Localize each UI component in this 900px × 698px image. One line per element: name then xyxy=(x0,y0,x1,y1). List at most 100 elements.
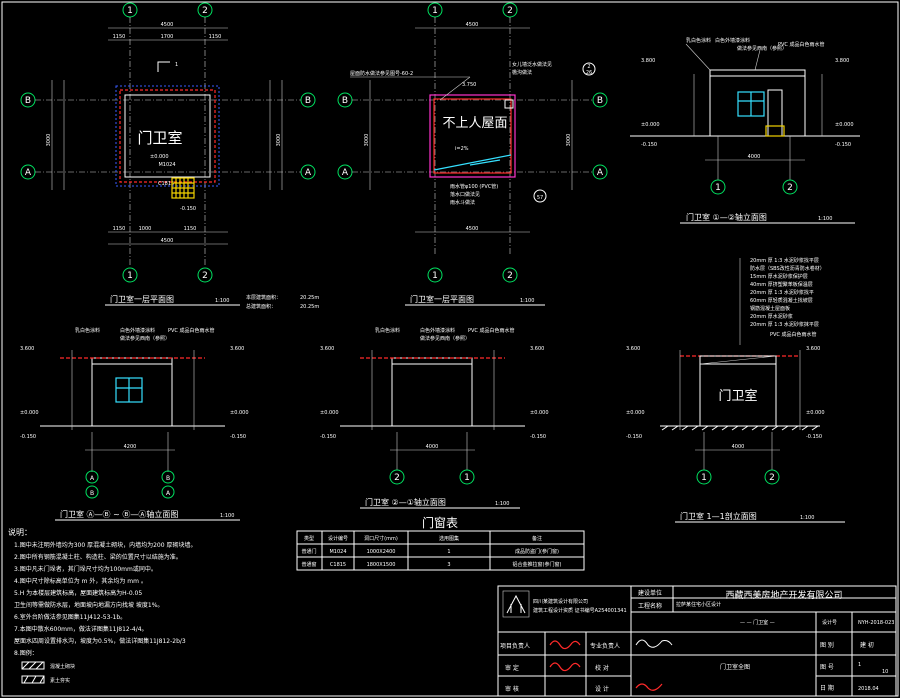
svg-text:4000: 4000 xyxy=(748,154,761,160)
svg-text:20mm 厚 1:3 水泥砂浆找平层: 20mm 厚 1:3 水泥砂浆找平层 xyxy=(750,257,819,264)
client-name: 西藏西美房地产开发有限公司 xyxy=(725,589,842,601)
svg-text:-0.150: -0.150 xyxy=(835,142,851,148)
svg-text:B: B xyxy=(90,490,94,497)
svg-text:A: A xyxy=(342,168,349,178)
table-cell: 1000X2400 xyxy=(367,549,396,555)
elev12-title: 门卫室 ①—②轴立面图 xyxy=(686,212,767,222)
svg-text:门卫室全图: 门卫室全图 xyxy=(720,663,750,671)
svg-text:2: 2 xyxy=(769,473,775,483)
svg-text:乳白色涂料: 乳白色涂料 xyxy=(375,327,400,334)
svg-text:-0.150: -0.150 xyxy=(626,434,642,440)
door-window-table: 门窗表 类型 设计编号 洞口尺寸(mm) 选用图集 备注 普通门 M1024 1… xyxy=(296,515,585,571)
svg-text:屋面水四周设置排水沟，坡度为0.5%，做法详图集11J812: 屋面水四周设置排水沟，坡度为0.5%，做法详图集11J812-2b/3 xyxy=(14,637,186,645)
signature xyxy=(635,639,673,648)
signature xyxy=(549,640,581,650)
table-header: 设计编号 xyxy=(328,535,348,542)
svg-text:PVC 成品白色雨水管: PVC 成品白色雨水管 xyxy=(778,41,825,48)
svg-text:5.H 为本楼层建筑标高，屋面建筑标高为H-0.05: 5.H 为本楼层建筑标高，屋面建筑标高为H-0.05 xyxy=(14,589,142,597)
svg-text:3.图中凡未门垛者，其门垛尺寸均为100mm或同中。: 3.图中凡未门垛者，其门垛尺寸均为100mm或同中。 xyxy=(14,565,157,573)
svg-text:4.图中尺寸除标高单位为 m 外，其余均为 mm 。: 4.图中尺寸除标高单位为 m 外，其余均为 mm 。 xyxy=(14,577,147,585)
table-cell: 普通窗 xyxy=(301,561,316,568)
elevation-2-1: 乳白色涂料 白色外墙漆涂料 PVC 成品白色雨水管 做法参见西南（参照） 3.6… xyxy=(320,327,549,509)
svg-text:1:100: 1:100 xyxy=(215,298,229,304)
svg-text:2: 2 xyxy=(394,473,400,483)
axis-bubble-2-section: 2 xyxy=(764,469,780,485)
svg-text:1: 1 xyxy=(127,271,133,281)
svg-text:A: A xyxy=(166,490,171,497)
svg-text:1: 1 xyxy=(464,473,470,483)
table-header: 类型 xyxy=(304,535,314,542)
section-title: 门卫室 1—1剖立面图 xyxy=(680,511,757,521)
svg-text:1.图中未注明外墙均为300 厚混凝土砌块，内墙均为200: 1.图中未注明外墙均为300 厚混凝土砌块，内墙均为200 厚砌块墙。 xyxy=(14,541,196,549)
svg-text:±0.000: ±0.000 xyxy=(230,410,249,416)
axis-bubble-a-roof-right: A xyxy=(592,164,608,180)
svg-text:±0.000: ±0.000 xyxy=(641,122,660,128)
svg-text:-0.150: -0.150 xyxy=(20,434,36,440)
svg-text:乳白色涂料: 乳白色涂料 xyxy=(75,327,100,334)
svg-text:PVC 成品白色雨水管: PVC 成品白色雨水管 xyxy=(468,327,515,334)
svg-text:2: 2 xyxy=(202,6,208,16)
svg-text:2.图中所有钢筋混凝土柱、构造柱、梁的位置尺寸以结施为准。: 2.图中所有钢筋混凝土柱、构造柱、梁的位置尺寸以结施为准。 xyxy=(14,553,182,561)
table-cell: C1815 xyxy=(330,562,346,568)
plan-title: 门卫室一层平面图 xyxy=(110,294,174,304)
axis-bubble-2-roof-top: 2 xyxy=(502,2,518,18)
svg-text:-0.150: -0.150 xyxy=(806,434,822,440)
svg-text:雨水斗做法: 雨水斗做法 xyxy=(450,199,475,206)
axis-bubble-2-roof-bottom: 2 xyxy=(502,267,518,283)
svg-text:-0.150: -0.150 xyxy=(530,434,546,440)
svg-text:6.室外台阶做法参见图集11J412-53-1b。: 6.室外台阶做法参见图集11J412-53-1b。 xyxy=(14,613,126,621)
axis-bubble-b-right: B xyxy=(300,92,316,108)
svg-text:钢筋混凝土屋面板: 钢筋混凝土屋面板 xyxy=(750,305,790,312)
axis-bubble-a-elevab-r: A xyxy=(161,485,175,499)
svg-text:3.600: 3.600 xyxy=(626,346,640,352)
svg-text:C1815: C1815 xyxy=(158,181,174,187)
svg-text:乳白色涂料: 乳白色涂料 xyxy=(686,37,711,44)
svg-text:1:100: 1:100 xyxy=(220,513,234,519)
svg-text:4500: 4500 xyxy=(466,226,479,232)
svg-text:1000: 1000 xyxy=(139,226,152,232)
axis-bubble-1-roof-bottom: 1 xyxy=(427,267,443,283)
roof-title: 门卫室一层平面图 xyxy=(410,294,474,304)
axis-bubble-1-top: 1 xyxy=(122,2,138,18)
signature xyxy=(549,662,581,672)
svg-text:A: A xyxy=(597,168,604,178)
svg-text:日 期: 日 期 xyxy=(820,684,834,692)
svg-text:NYH-2018-023: NYH-2018-023 xyxy=(858,620,894,626)
axis-bubble-1-roof-top: 1 xyxy=(427,2,443,18)
svg-text:四川某建筑设计有限公司: 四川某建筑设计有限公司 xyxy=(533,598,588,605)
svg-text:40mm 厚挤塑聚苯板保温层: 40mm 厚挤塑聚苯板保温层 xyxy=(750,281,813,288)
svg-text:4500: 4500 xyxy=(161,22,174,28)
table-cell: 3 xyxy=(447,562,450,568)
axis-bubble-b-roof-right: B xyxy=(592,92,608,108)
svg-text:1150: 1150 xyxy=(184,226,197,232)
svg-text:B: B xyxy=(25,96,31,106)
elev21-title: 门卫室 ②—①轴立面图 xyxy=(365,497,446,507)
svg-text:做法参见西南（参照）: 做法参见西南（参照） xyxy=(420,335,470,342)
svg-text:1150: 1150 xyxy=(209,34,222,40)
svg-text:卫生间等需做防水层，地面坡向地漏方向找坡 坡度1%。: 卫生间等需做防水层，地面坡向地漏方向找坡 坡度1%。 xyxy=(14,601,163,609)
svg-text:本层建筑面积：: 本层建筑面积： xyxy=(246,294,281,301)
svg-text:-0.150: -0.150 xyxy=(320,434,336,440)
svg-text:审 定: 审 定 xyxy=(505,664,519,672)
section-layer-notes: 20mm 厚 1:3 水泥砂浆找平层 防水层（SBS改性沥青防水卷材） 15mm… xyxy=(739,257,825,345)
svg-text:总建筑面积：: 总建筑面积： xyxy=(246,303,276,310)
svg-text:图 别: 图 别 xyxy=(820,641,834,649)
svg-text:57: 57 xyxy=(537,195,543,201)
axis-bubble-a-right: A xyxy=(300,164,316,180)
svg-text:-0.150: -0.150 xyxy=(230,434,246,440)
elevation-1-2: 乳白色涂料 白色外墙漆涂料 PVC 成品白色雨水管 做法参见西南（参照） 3.8… xyxy=(630,37,860,224)
svg-text:1700: 1700 xyxy=(161,34,174,40)
svg-text:防水层（SBS改性沥青防水卷材）: 防水层（SBS改性沥青防水卷材） xyxy=(750,265,825,272)
svg-text:1150: 1150 xyxy=(113,34,126,40)
axis-bubble-b-elevab-l: B xyxy=(85,485,99,499)
table-cell: 铝合金推拉窗(参门窗) xyxy=(513,561,562,568)
svg-text:±0.000: ±0.000 xyxy=(835,122,854,128)
svg-text:PVC 成品白色雨水管: PVC 成品白色雨水管 xyxy=(168,327,215,334)
table-header: 备注 xyxy=(532,535,542,542)
svg-text:B: B xyxy=(342,96,348,106)
svg-text:i=2%: i=2% xyxy=(455,146,469,152)
svg-text:3000: 3000 xyxy=(364,134,370,147)
svg-text:雨水管φ100 (PVC管): 雨水管φ100 (PVC管) xyxy=(450,183,498,190)
plan-roof: 1 2 4500 B A B A 3000 3000 不上人屋面 i=2% 屋面… xyxy=(337,2,608,306)
